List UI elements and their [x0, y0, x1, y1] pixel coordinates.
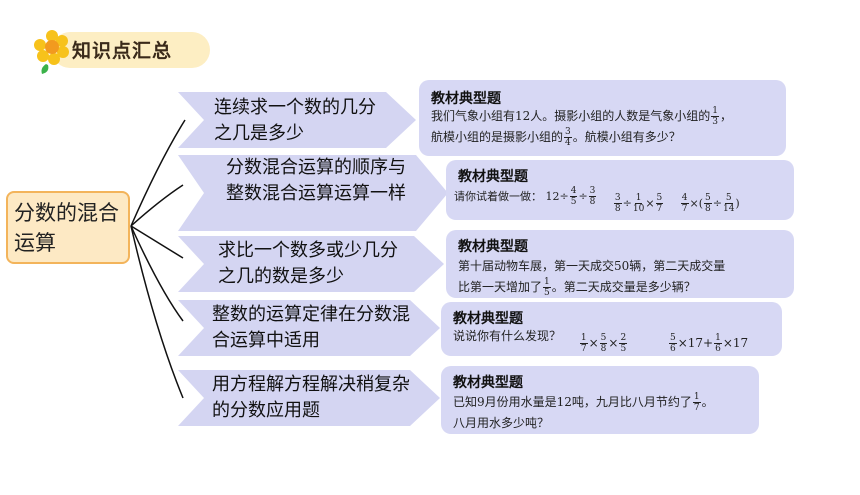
branch-label: 分数混合运算的顺序与整数混合运算运算一样 — [226, 157, 406, 204]
card-title: 教材典型题 — [453, 311, 523, 327]
card-line: 我们气象小组有12人。摄影小组的人数是气象小组的 — [431, 109, 711, 123]
root-node — [6, 191, 130, 264]
card-line: 请你试着做一做： — [454, 190, 542, 203]
header-pill — [52, 32, 210, 68]
root-label: 分数的混合运算 — [14, 201, 119, 255]
card-line: 已知9月份用水量是12吨，九月比八月节约了 — [453, 395, 692, 409]
branch-1: 连续求一个数的几分之几是多少 — [178, 92, 416, 148]
card-line: 比第一天增加了 — [458, 280, 543, 294]
branch-4: 整数的运算定律在分数混合运算中适用 — [178, 300, 440, 356]
flower-icon — [34, 30, 69, 74]
card-line: 航模小组的是摄影小组的 — [431, 130, 564, 144]
card-line: 说说你有什么发现？ — [453, 329, 562, 343]
card-title: 教材典型题 — [458, 169, 528, 185]
branch-3: 求比一个数多或少几分之几的数是多少 — [178, 236, 444, 292]
card-line: 八月用水多少吨？ — [453, 416, 550, 430]
branch-label: 连续求一个数的几分之几是多少 — [214, 97, 376, 144]
card-title: 教材典型题 — [453, 375, 523, 391]
page-title: 知识点汇总 — [72, 40, 173, 62]
branch-label: 整数的运算定律在分数混合运算中适用 — [212, 304, 410, 351]
branch-label: 求比一个数多或少几分之几的数是多少 — [218, 240, 398, 287]
branch-5: 用方程解方程解决稍复杂的分数应用题 — [178, 370, 440, 426]
card-title: 教材典型题 — [431, 91, 501, 107]
card-title: 教材典型题 — [458, 239, 528, 255]
branch-label: 用方程解方程解决稍复杂的分数应用题 — [212, 374, 410, 421]
branch-2: 分数混合运算的顺序与整数混合运算运算一样 — [178, 155, 448, 231]
card-line: 第十届动物车展，第一天成交50辆，第二天成交量 — [458, 259, 726, 273]
